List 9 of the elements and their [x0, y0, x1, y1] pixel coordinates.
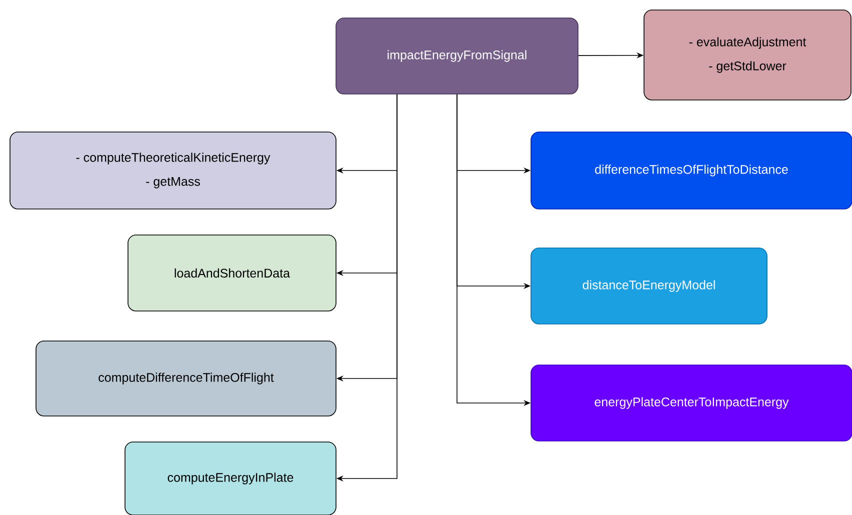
process-box: - evaluateAdjustment - getStdLower	[644, 10, 852, 100]
process-box: distanceToEnergyModel	[530, 248, 768, 324]
process-box: impactEnergyFromSignal	[336, 18, 578, 94]
process-box: energyPlateCenterToImpactEnergy	[530, 364, 852, 442]
process-box: computeDifferenceTimeOfFlight	[36, 340, 336, 416]
process-box: - computeTheoreticalKineticEnergy - getMass	[10, 132, 336, 210]
process-box: differenceTimesOfFlightToDistance	[530, 132, 852, 210]
process-box: loadAndShortenData	[128, 234, 336, 312]
process-box: computeEnergyInPlate	[124, 442, 336, 515]
